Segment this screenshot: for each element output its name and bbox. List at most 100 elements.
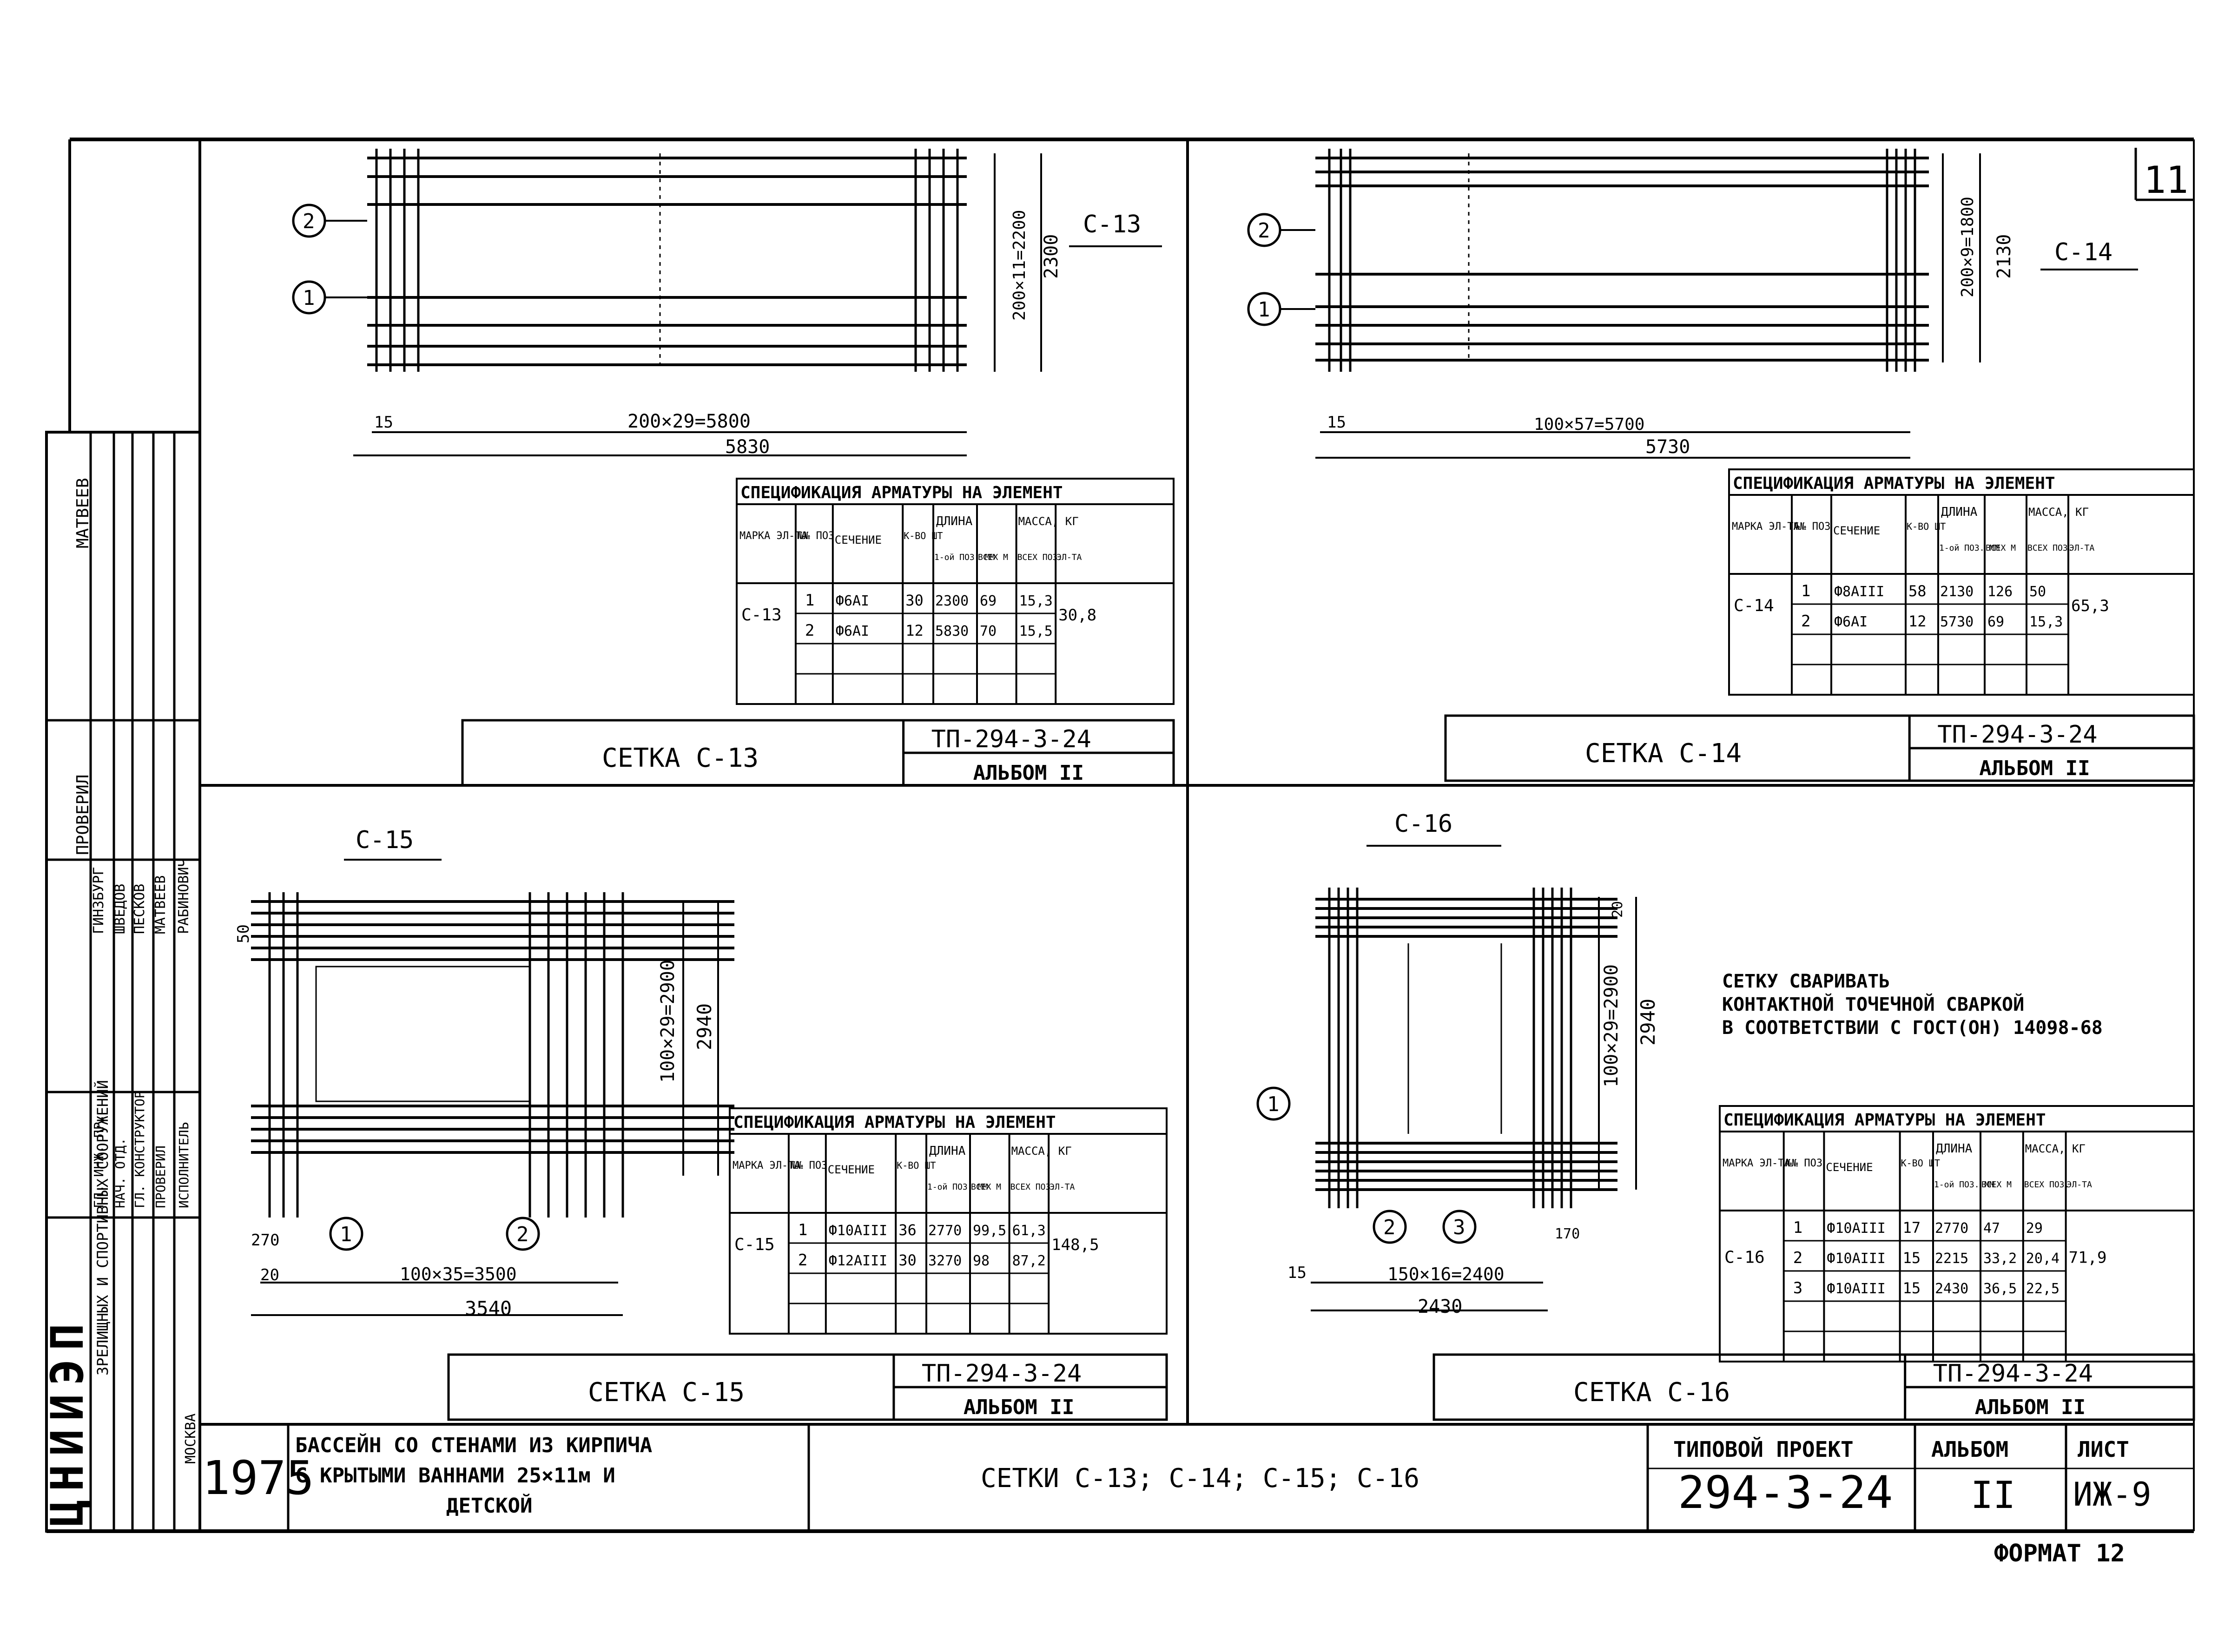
spec-col-mass: МАССА, КГ bbox=[2028, 506, 2089, 519]
callout-pos-1: 1 bbox=[1267, 1093, 1280, 1116]
spec-row-section: Ф6АI bbox=[836, 623, 869, 639]
frame-project: ТП-294-3-24 bbox=[1937, 721, 2097, 749]
sheet-title: СЕТКИ С-13; С-14; С-15; С-16 bbox=[981, 1463, 1419, 1494]
spec-col-pos: №№ ПОЗ bbox=[1785, 1158, 1822, 1169]
spec-total-mass: 30,8 bbox=[1058, 606, 1096, 625]
spec-col-qty: К-ВО ШТ bbox=[1907, 521, 1946, 532]
spec-col-mass-all: ВСЕХ ПОЗ. bbox=[1017, 553, 1063, 562]
spec-row-mass: 20,4 bbox=[2026, 1251, 2060, 1267]
sheet-label: ЛИСТ bbox=[2078, 1437, 2129, 1462]
dim-c13-bottom: 200×29=5800 bbox=[627, 411, 751, 432]
spec-col-qty: К-ВО ШТ bbox=[904, 530, 943, 541]
spec-col-mass-el: ЭЛ-ТА bbox=[1050, 1182, 1075, 1192]
callout-pos-2-circle bbox=[1373, 1210, 1407, 1244]
callout-pos-2-circle bbox=[1247, 213, 1281, 247]
spec-col-length: ДЛИНА bbox=[1941, 505, 1978, 519]
callout-pos-1-circle bbox=[1247, 292, 1281, 326]
spec-col-len-all: ВСЕХ М bbox=[1981, 1180, 2012, 1190]
dim-c16-height: 2940 bbox=[1637, 999, 1659, 1046]
album-number: II bbox=[1971, 1474, 2015, 1517]
spec-title: СПЕЦИФИКАЦИЯ АРМАТУРЫ НА ЭЛЕМЕНТ bbox=[740, 483, 1063, 502]
callout-pos-2-circle bbox=[292, 204, 326, 238]
signature-role: НАЧ. ОТД. bbox=[112, 1138, 128, 1208]
mark-c15: С-15 bbox=[356, 826, 414, 854]
signature-name: ПЕСКОВ bbox=[132, 884, 148, 934]
spec-row-length-all: 69 bbox=[980, 593, 997, 609]
dim-c16-small: 20 bbox=[1610, 901, 1626, 918]
spec-row-length: 2300 bbox=[935, 593, 969, 609]
frame-title: СЕТКА С-15 bbox=[588, 1377, 745, 1408]
spec-col-section: СЕЧЕНИЕ bbox=[1833, 524, 1880, 537]
dim-c13-total: 5830 bbox=[725, 436, 770, 458]
spec-total-mass: 65,3 bbox=[2071, 597, 2109, 615]
callout-pos-3-circle bbox=[1442, 1210, 1477, 1244]
spec-col-mass-all: ВСЕХ ПОЗ. bbox=[2027, 543, 2073, 553]
spec-col-len-one: 1-ой ПОЗ. ММ bbox=[927, 1182, 988, 1192]
spec-col-length: ДЛИНА bbox=[929, 1144, 966, 1158]
spec-row-length: 5830 bbox=[935, 623, 969, 639]
spec-row-length-all: 126 bbox=[1987, 584, 2013, 600]
spec-row-qty: 36 bbox=[898, 1221, 917, 1239]
org-subtitle: ЗРЕЛИЩНЫХ И СПОРТИВНЫХ СООРУЖЕНИЙ bbox=[94, 1080, 112, 1376]
spec-col-section: СЕЧЕНИЕ bbox=[1826, 1161, 1873, 1174]
signature-name: МАТВЕЕВ bbox=[152, 875, 169, 934]
spec-row-section: Ф12АIII bbox=[829, 1253, 887, 1269]
spec-row-qty: 12 bbox=[1908, 612, 1927, 630]
spec-mark: С-16 bbox=[1724, 1248, 1765, 1267]
signature-role: ГЛ. ИНЖ. ПР. bbox=[91, 1114, 106, 1208]
spec-row-section: Ф8АIII bbox=[1834, 584, 1884, 600]
frame-album: АЛЬБОМ II bbox=[1979, 757, 2090, 780]
mark-c13: С-13 bbox=[1083, 211, 1141, 238]
org-logo: ЦНИИЭП bbox=[41, 1315, 93, 1527]
typical-project-number: 294-3-24 bbox=[1678, 1467, 1893, 1519]
format-label: ФОРМАТ 12 bbox=[1994, 1540, 2125, 1567]
note-line-2: КОНТАКТНОЙ ТОЧЕЧНОЙ СВАРКОЙ bbox=[1722, 993, 2024, 1015]
spec-col-len-all: ВСЕХ М bbox=[971, 1182, 1001, 1192]
spec-row-length: 2430 bbox=[1935, 1281, 1968, 1297]
frame-album: АЛЬБОМ II bbox=[964, 1395, 1074, 1419]
callout-pos-1: 1 bbox=[303, 286, 315, 310]
spec-mark: С-15 bbox=[734, 1235, 775, 1254]
checked-name: МАТВЕЕВ bbox=[73, 478, 92, 548]
callout-pos-1: 1 bbox=[1258, 298, 1270, 322]
spec-row-length: 2770 bbox=[928, 1223, 962, 1239]
spec-row-length: 5730 bbox=[1940, 614, 1974, 630]
spec-row-mass: 87,2 bbox=[1012, 1253, 1046, 1269]
spec-col-mass-el: ЭЛ-ТА bbox=[2067, 1180, 2092, 1190]
dim-c16-edge: 15 bbox=[1287, 1264, 1307, 1282]
spec-row-pos: 1 bbox=[798, 1221, 807, 1239]
spec-row-mass: 61,3 bbox=[1012, 1223, 1046, 1239]
dim-c14-bottom: 100×57=5700 bbox=[1534, 415, 1644, 434]
frame-album: АЛЬБОМ II bbox=[973, 761, 1084, 785]
spec-row-qty: 15 bbox=[1903, 1279, 1921, 1297]
spec-col-len-all: ВСЕХ М bbox=[1986, 543, 2016, 553]
note-line-1: СЕТКУ СВАРИВАТЬ bbox=[1722, 971, 1890, 992]
signature-role: ПРОВЕРИЛ bbox=[153, 1145, 168, 1208]
frame-project: ТП-294-3-24 bbox=[1933, 1360, 2093, 1388]
dim-c13-edge: 15 bbox=[374, 413, 393, 432]
spec-col-pos: №№ ПОЗ bbox=[1793, 521, 1830, 533]
sheet-number: ИЖ-9 bbox=[2073, 1475, 2152, 1514]
spec-col-len-one: 1-ой ПОЗ. ММ bbox=[934, 553, 995, 562]
spec-row-length: 2215 bbox=[1935, 1251, 1968, 1267]
spec-row-length-all: 33,2 bbox=[1983, 1251, 2017, 1267]
spec-row-section: Ф10АIII bbox=[1827, 1220, 1885, 1237]
spec-row-pos: 1 bbox=[805, 591, 814, 610]
spec-row-length-all: 99,5 bbox=[973, 1223, 1006, 1239]
spec-row-qty: 17 bbox=[1903, 1219, 1921, 1237]
spec-row-pos: 1 bbox=[1801, 582, 1810, 600]
spec-row-mass: 15,5 bbox=[1019, 623, 1053, 639]
signature-name: ШВЕДОВ bbox=[112, 884, 128, 934]
callout-pos-2: 2 bbox=[303, 210, 315, 233]
spec-col-mass-el: ЭЛ-ТА bbox=[1056, 553, 1082, 562]
dim-c15-small: 50 bbox=[234, 924, 253, 943]
spec-col-qty: К-ВО ШТ bbox=[1901, 1158, 1940, 1169]
spec-row-qty: 30 bbox=[898, 1251, 917, 1269]
signature-name: РАБИНОВИЧ bbox=[176, 858, 192, 934]
